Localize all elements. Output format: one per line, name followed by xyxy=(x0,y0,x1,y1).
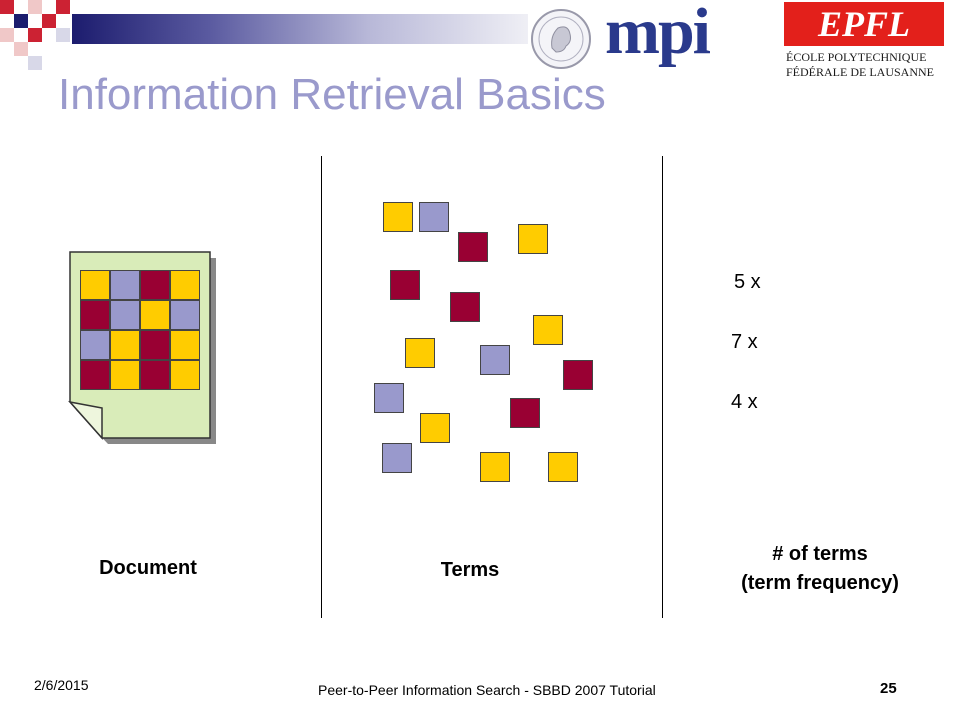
term-square xyxy=(420,413,450,443)
slide-title: Information Retrieval Basics xyxy=(58,70,606,119)
doc-cell xyxy=(170,270,200,300)
doc-cell xyxy=(110,270,140,300)
doc-cell xyxy=(170,360,200,390)
decor-square xyxy=(42,14,56,28)
footer-text: Peer-to-Peer Information Search - SBBD 2… xyxy=(318,682,656,698)
header-gradient-bar xyxy=(72,14,528,44)
slide-date: 2/6/2015 xyxy=(34,677,89,693)
document-label: Document xyxy=(99,557,197,579)
terms-label: Terms xyxy=(440,559,500,581)
page-number: 25 xyxy=(880,680,897,697)
term-square xyxy=(405,338,435,368)
decor-square xyxy=(0,0,14,14)
term-square xyxy=(518,224,548,254)
doc-cell xyxy=(110,330,140,360)
term-square xyxy=(548,452,578,482)
decor-square xyxy=(28,0,42,14)
epfl-subtitle-line1: ÉCOLE POLYTECHNIQUE xyxy=(786,50,927,64)
decor-square xyxy=(28,56,42,70)
term-square xyxy=(510,398,540,428)
term-square xyxy=(533,315,563,345)
column-divider-right xyxy=(662,156,663,618)
doc-cell xyxy=(110,300,140,330)
mpg-seal-logo xyxy=(531,9,591,69)
doc-cell xyxy=(80,360,110,390)
decor-square xyxy=(28,28,42,42)
doc-cell xyxy=(80,300,110,330)
frequency-lavender: 4 x xyxy=(731,391,758,413)
doc-cell xyxy=(140,270,170,300)
decor-square xyxy=(56,0,70,14)
term-square xyxy=(458,232,488,262)
term-square xyxy=(450,292,480,322)
doc-cell xyxy=(140,330,170,360)
doc-cell xyxy=(170,300,200,330)
epfl-logo: EPFL xyxy=(784,2,944,46)
epfl-subtitle-line2: FÉDÉRALE DE LAUSANNE xyxy=(786,65,934,79)
doc-cell xyxy=(140,300,170,330)
decor-square xyxy=(0,28,14,42)
term-square xyxy=(419,202,449,232)
term-square xyxy=(383,202,413,232)
doc-cell xyxy=(110,360,140,390)
frequency-maroon: 7 x xyxy=(731,331,758,353)
doc-cell xyxy=(140,360,170,390)
epfl-logo-text: EPFL xyxy=(817,4,910,44)
doc-cell xyxy=(80,270,110,300)
decor-square xyxy=(14,14,28,28)
term-square xyxy=(374,383,404,413)
count-label-line1: # of terms xyxy=(772,543,868,565)
term-square xyxy=(563,360,593,390)
frequency-yellow: 5 x xyxy=(734,271,761,293)
decor-square xyxy=(14,42,28,56)
decor-square xyxy=(56,28,70,42)
term-square xyxy=(382,443,412,473)
count-label-line2: (term frequency) xyxy=(741,572,899,594)
term-square xyxy=(390,270,420,300)
mpi-logo: mpi xyxy=(605,0,711,68)
term-square xyxy=(480,345,510,375)
doc-cell xyxy=(170,330,200,360)
column-divider-left xyxy=(321,156,322,618)
term-square xyxy=(480,452,510,482)
doc-cell xyxy=(80,330,110,360)
